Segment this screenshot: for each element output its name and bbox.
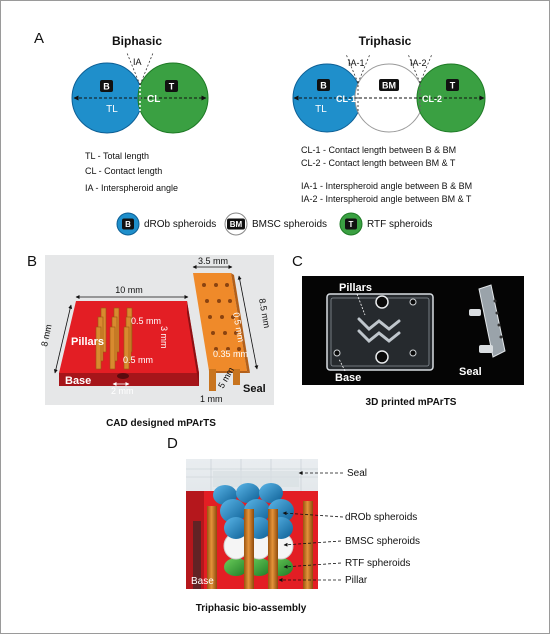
cad-seal [193, 273, 247, 371]
biphasic-diagram: Biphasic IA B T TL CL TL - Total length … [71, 34, 209, 193]
triphasic-t-badge: T [450, 81, 456, 91]
key-t-badge: T [349, 220, 354, 229]
seal-hole2-label: 0.35 mm [213, 349, 248, 359]
triphasic-b-badge: B [320, 81, 327, 91]
bio-rtf-label: RTF spheroids [345, 558, 410, 569]
key-drob-label: dROb spheroids [144, 219, 216, 230]
bio-rtf-spheroids [224, 558, 293, 576]
spheroid-key: B dROb spheroids BM BMSC spheroids T RTF… [116, 212, 432, 236]
bio-seal-label: Seal [347, 468, 367, 479]
cad-base-label: Base [65, 375, 91, 387]
printed-base-label: Base [335, 372, 361, 384]
printed-seal-label: Seal [459, 366, 482, 378]
bio-bmsc-label: BMSC spheroids [345, 536, 420, 547]
triphasic-tl-label: TL [315, 104, 327, 115]
triphasic-legend-cl2: CL-2 - Contact length between BM & T [301, 158, 456, 168]
triphasic-cl2-label: CL-2 [422, 94, 442, 104]
cad-render: 10 mm 8 mm 0.5 mm 3 mm 0.5 mm Pillars Ba… [39, 255, 274, 405]
biphasic-t-badge: T [169, 82, 175, 92]
bio-callouts [278, 471, 344, 582]
panel-b-letter: B [27, 253, 37, 270]
cad-pillar-diam: 0.5 mm [123, 355, 153, 365]
cad-height-label: 8 mm [39, 323, 53, 347]
triphasic-ia2-label: IA-2 [410, 58, 427, 68]
printed-photo: Pillars Base Seal [302, 276, 524, 385]
triphasic-legend: CL-1 - Contact length between B & BM CL-… [301, 145, 472, 204]
bio-pillars [193, 501, 313, 589]
printed-pillars-label: Pillars [339, 282, 372, 294]
seal-label: Seal [243, 383, 266, 395]
biphasic-ia-line [126, 52, 141, 86]
biphasic-title: Biphasic [112, 34, 162, 48]
biphasic-legend-ia: IA - Interspheroid angle [85, 183, 178, 193]
biphasic-b-badge: B [103, 82, 110, 92]
key-b-badge: B [125, 220, 131, 229]
key-bm-badge: BM [230, 220, 243, 229]
panel-d-caption: Triphasic bio-assembly [196, 603, 307, 614]
seal-foot1-label: 1 mm [200, 394, 223, 404]
cad-pillars [95, 307, 133, 370]
biphasic-legend-cl: CL - Contact length [85, 166, 162, 176]
triphasic-cl1-label: CL-1 [336, 94, 356, 104]
biphasic-ia-label: IA [133, 57, 142, 67]
printed-seal [469, 284, 506, 358]
biphasic-tl-label: TL [106, 104, 118, 115]
key-rtf-label: RTF spheroids [367, 219, 432, 230]
bio-drob-spheroids [213, 483, 294, 539]
triphasic-bm-badge: BM [382, 81, 396, 91]
panel-a-letter: A [34, 30, 44, 47]
seal-width-label: 3.5 mm [198, 256, 228, 266]
biphasic-cl-label: CL [147, 94, 160, 105]
key-bmsc-label: BMSC spheroids [252, 219, 327, 230]
triphasic-legend-cl1: CL-1 - Contact length between B & BM [301, 145, 456, 155]
cad-pillar-height: 3 mm [159, 326, 169, 349]
panel-c-caption: 3D printed mPArTS [366, 397, 457, 408]
cad-width-label: 10 mm [115, 285, 143, 295]
biphasic-legend-tl: TL - Total length [85, 151, 149, 161]
panel-c-letter: C [292, 253, 303, 270]
bio-assembly-render: Base [186, 459, 318, 589]
cad-pillar-spacing: 0.5 mm [131, 316, 161, 326]
printed-pillars [357, 317, 401, 344]
cad-hole-label: 2 mm [111, 386, 134, 396]
bio-pillar-label: Pillar [345, 575, 368, 586]
triphasic-legend-ia1: IA-1 - Interspheroid angle between B & B… [301, 181, 472, 191]
biphasic-legend: TL - Total length CL - Contact length IA… [85, 151, 178, 193]
panel-b-caption: CAD designed mPArTS [106, 418, 216, 429]
cad-pillars-label: Pillars [71, 336, 104, 348]
triphasic-title: Triphasic [359, 34, 412, 48]
triphasic-diagram: Triphasic IA-1 IA-2 B BM T TL CL-1 CL-2 … [292, 34, 486, 204]
triphasic-legend-ia2: IA-2 - Interspheroid angle between BM & … [301, 194, 472, 204]
triphasic-ia1-label: IA-1 [348, 58, 365, 68]
panel-d-letter: D [167, 435, 178, 452]
bio-base-label: Base [191, 576, 214, 587]
bio-drob-label: dROb spheroids [345, 512, 417, 523]
